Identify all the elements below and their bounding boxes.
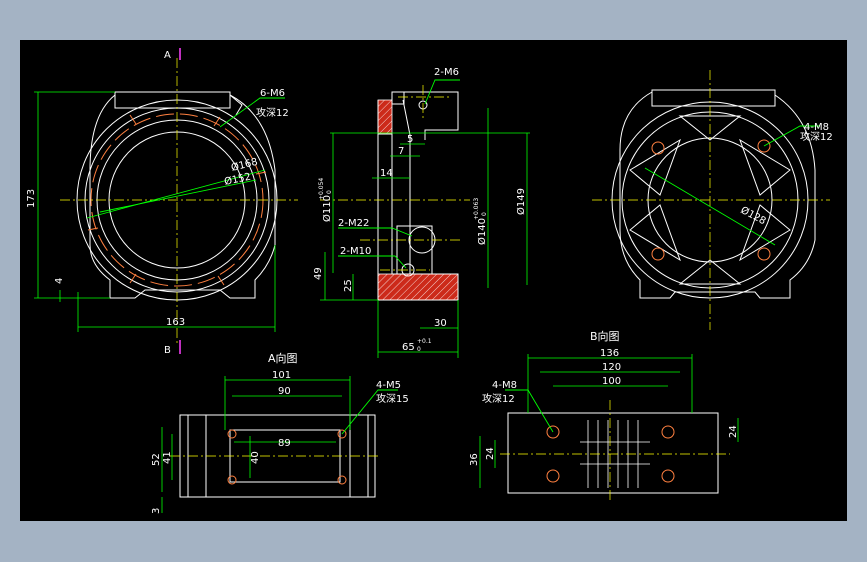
back-view: 4-M8 攻深12 Ø128: [592, 70, 833, 330]
back-thread-leader: [763, 125, 820, 147]
front-dia-inner: Ø152: [223, 171, 252, 188]
section-dia-149: Ø149: [515, 188, 527, 215]
m6-leader: [424, 79, 460, 105]
front-depth-note: 攻深12: [256, 106, 289, 119]
section-tol-110-up: +0.054: [318, 178, 325, 200]
drawing-canvas: A B 6-M6 攻深12 Ø168 Ø152 173 4 163: [20, 40, 847, 521]
section-dim-30: 30: [434, 318, 447, 329]
view-a-thread-leader: [341, 389, 398, 435]
view-a-dim-101: 101: [272, 370, 291, 381]
view-b-title: B向图: [590, 329, 620, 343]
section-thread-top: 2-M6: [434, 67, 459, 78]
section-hatch-top: [377, 99, 393, 135]
section-m22-boss: [396, 225, 433, 275]
m10-leader: [338, 255, 407, 269]
section-dia-110: Ø110: [321, 195, 333, 222]
front-view: A B 6-M6 攻深12 Ø168 Ø152 173 4 163: [26, 48, 298, 356]
section-dim-65: 65: [402, 342, 415, 353]
section-label-b: B: [164, 345, 171, 356]
view-a-hole-1: [227, 429, 237, 439]
view-b-dim-24-right: 24: [728, 425, 739, 438]
view-a-hole-2: [337, 429, 347, 439]
view-b-hole-3: [546, 469, 560, 483]
section-tol-65-up: +0.1: [417, 338, 432, 345]
view-b-hole-1: [546, 425, 560, 439]
view-b-depth-note: 攻深12: [482, 392, 515, 405]
cad-drawing: A B 6-M6 攻深12 Ø168 Ø152 173 4 163: [26, 48, 833, 514]
view-a-dim-52: 52: [151, 453, 162, 466]
dia152-leader: [99, 179, 257, 213]
section-tol-140-up: +0.063: [473, 198, 480, 220]
section-tol-140-low: 0: [481, 212, 488, 216]
front-slots: [87, 114, 267, 286]
view-a-thread-note: 4-M5: [376, 380, 401, 391]
section-tol-110-low: 0: [326, 190, 333, 194]
section-thread-mid: 2-M22: [338, 218, 369, 229]
section-dim-5: 5: [407, 134, 413, 145]
view-a-dim-89: 89: [278, 438, 291, 449]
dia168-leader: [86, 169, 266, 219]
view-b-dim-100: 100: [602, 376, 621, 387]
back-housing-outline: [619, 89, 816, 299]
view-a-dim-90: 90: [278, 386, 291, 397]
view-b-dim-36: 36: [469, 453, 480, 466]
view-a-dim-41: 41: [162, 451, 173, 464]
view-a: A向图 101 90 89 40 52 41 3 4-M5 攻深15: [151, 351, 409, 514]
view-a-depth-note: 攻深15: [376, 392, 409, 405]
front-thread-leader: [219, 97, 285, 128]
section-label-a: A: [164, 50, 171, 61]
section-dim-7: 7: [398, 146, 404, 157]
section-hatch-bottom: [377, 273, 459, 301]
section-dim-14: 14: [380, 168, 393, 179]
section-dim-25: 25: [343, 279, 354, 292]
view-a-dim-40: 40: [250, 451, 261, 464]
back-hole-4: [757, 247, 771, 261]
dia128-leader: [644, 167, 776, 246]
section-tol-65-low: 0: [417, 346, 421, 353]
view-a-title: A向图: [268, 351, 298, 365]
front-width: 163: [166, 317, 185, 328]
view-a-hole-3: [227, 475, 237, 485]
back-hole-3: [651, 247, 665, 261]
view-a-hole-4: [337, 475, 347, 485]
front-dia-outer: Ø168: [230, 156, 259, 174]
section-dim-49: 49: [313, 267, 324, 280]
back-thread-note: 4-M8: [804, 122, 829, 133]
view-b-dim-24-left: 24: [485, 447, 496, 460]
section-inner-wall: [402, 99, 411, 274]
view-a-dim-3: 3: [151, 508, 162, 514]
view-b-dim-136: 136: [600, 348, 619, 359]
view-b: B向图 136 120 100 36 24 24 4-M8 攻深12: [469, 329, 739, 500]
back-top-lug: [651, 90, 776, 107]
view-b-hole-2: [661, 425, 675, 439]
front-offset: 4: [54, 278, 65, 284]
view-b-dim-120: 120: [602, 362, 621, 373]
front-ear: [229, 94, 243, 116]
back-depth-note: 攻深12: [800, 130, 833, 143]
view-b-thread-note: 4-M8: [492, 380, 517, 391]
front-thread-note: 6-M6: [260, 88, 285, 99]
back-hole-1: [651, 141, 665, 155]
back-hole-2: [757, 139, 771, 153]
front-height: 173: [26, 189, 37, 208]
section-dia-140: Ø140: [476, 218, 488, 245]
section-top-lip: [391, 91, 405, 105]
m22-leader: [338, 227, 413, 237]
view-b-body: [507, 412, 719, 494]
section-view: 2-M6 5 7 14 Ø110 +0.054 0 2-M22 2-M10 49…: [313, 67, 530, 358]
view-b-thread-leader: [505, 389, 554, 433]
view-b-hole-4: [661, 469, 675, 483]
section-thread-low: 2-M10: [340, 246, 371, 257]
